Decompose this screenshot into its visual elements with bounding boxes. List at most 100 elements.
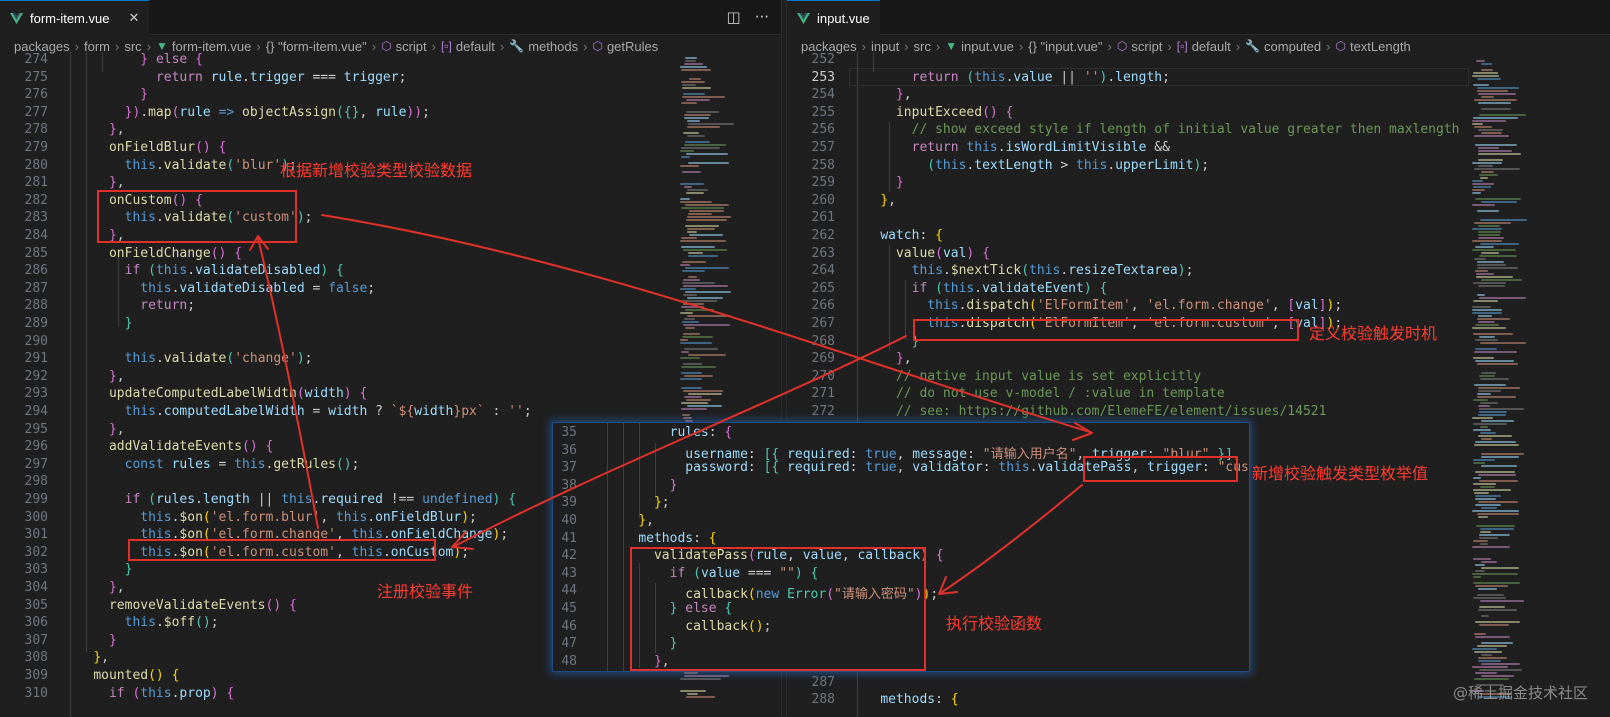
line-number: 307	[24, 632, 48, 648]
code-line: validatePass(rule, value, callback) {	[653, 548, 944, 564]
breadcrumb-item[interactable]: getRules	[606, 38, 659, 54]
breadcrumb-item[interactable]: methods	[528, 38, 579, 54]
breadcrumb-item[interactable]: src	[913, 38, 931, 54]
minimap-line	[1475, 144, 1517, 146]
minimap-line	[1478, 237, 1504, 239]
minimap-line	[1481, 279, 1522, 281]
code-line: removeValidateEvents() {	[108, 597, 297, 613]
minimap-line	[683, 93, 705, 95]
breadcrumb-item[interactable]: input.vue	[961, 38, 1014, 54]
code-line: methods: {	[880, 692, 959, 707]
minimap-line	[681, 408, 707, 410]
line-number: 308	[24, 650, 48, 666]
minimap-line	[1480, 177, 1488, 179]
minimap-line	[687, 231, 697, 233]
minimap[interactable]	[1472, 57, 1532, 717]
minimap-line	[1473, 186, 1491, 188]
line-number: 48	[561, 653, 577, 669]
line-number: 43	[561, 565, 577, 581]
minimap-line	[684, 348, 718, 350]
minimap-line	[1478, 153, 1521, 155]
breadcrumb-item[interactable]: packages	[14, 38, 70, 54]
minimap-line	[1475, 324, 1499, 326]
tab-input-vue[interactable]: input.vue	[787, 0, 880, 35]
code-line: },	[93, 650, 109, 666]
highlight-box-trigger-custom	[1083, 456, 1238, 482]
minimap-line	[1480, 342, 1526, 344]
minimap-line	[1480, 531, 1491, 533]
breadcrumb-item[interactable]: input	[871, 38, 900, 54]
minimap-line	[1481, 615, 1489, 617]
code-line: this.$off();	[124, 615, 219, 631]
breadcrumb-item[interactable]: src	[124, 38, 142, 54]
line-number: 262	[811, 228, 835, 243]
minimap-line	[1473, 72, 1498, 74]
minimap-line	[687, 135, 705, 137]
line-number: 302	[24, 544, 48, 560]
breadcrumb-item[interactable]: default	[1191, 38, 1231, 54]
breadcrumb-item[interactable]: form	[84, 38, 110, 54]
minimap-line	[683, 249, 727, 251]
breadcrumb-item[interactable]: form-item.vue	[171, 38, 252, 54]
line-number: 285	[24, 245, 48, 261]
minimap-line	[1474, 258, 1486, 260]
breadcrumb-item[interactable]: computed	[1264, 38, 1322, 54]
minimap-line	[688, 354, 726, 356]
minimap-line	[1473, 282, 1506, 284]
minimap-line	[1472, 162, 1502, 164]
breadcrumb-item[interactable]: textLength	[1349, 38, 1411, 54]
minimap-line	[1477, 318, 1510, 320]
minimap-line	[686, 696, 715, 698]
minimap-line	[681, 156, 690, 158]
right-tab-bar: input.vue	[787, 0, 1610, 35]
minimap-line	[1480, 543, 1488, 545]
minimap-line	[684, 114, 711, 116]
minimap-line	[688, 213, 712, 215]
minimap-line	[1481, 561, 1497, 563]
minimap-line	[1472, 417, 1493, 419]
annotation-add-trigger-enum: 新增校验触发类型枚举值	[1252, 464, 1429, 483]
minimap-line	[1480, 219, 1527, 221]
minimap-line	[1472, 510, 1519, 512]
split-editor-icon[interactable]: ◫	[726, 8, 741, 26]
breadcrumb-item[interactable]: packages	[801, 38, 857, 54]
tab-label: input.vue	[817, 10, 870, 26]
minimap-line	[1475, 198, 1521, 200]
code-line: rules: {	[669, 425, 733, 440]
close-icon[interactable]: ✕	[128, 10, 140, 25]
minimap-line	[1476, 684, 1504, 686]
minimap-line	[1477, 87, 1519, 89]
line-number: 292	[24, 368, 48, 384]
property-icon: ⬡	[1335, 39, 1346, 53]
tab-form-item-vue[interactable]: form-item.vue ✕	[0, 0, 150, 35]
chevron-right-icon: ›	[935, 38, 941, 54]
vue-file-icon: ▼	[156, 39, 168, 53]
minimap-line	[1478, 657, 1507, 659]
minimap-line	[682, 414, 690, 416]
breadcrumb-item[interactable]: {} "input.vue"	[1028, 38, 1103, 54]
code-line: const rules = this.getRules();	[124, 456, 360, 472]
line-number: 274	[24, 52, 48, 67]
breadcrumb-item[interactable]: default	[455, 38, 495, 54]
left-tab-bar: form-item.vue ✕ ◫ ···	[0, 0, 781, 35]
minimap-line	[1477, 594, 1504, 596]
minimap-line	[1477, 645, 1507, 647]
minimap-line	[687, 126, 720, 128]
code-line: watch: {	[880, 228, 943, 243]
minimap-line	[681, 102, 697, 104]
breadcrumb-item[interactable]: script	[1131, 38, 1163, 54]
more-actions-icon[interactable]: ···	[754, 8, 769, 26]
minimap-line	[682, 321, 699, 323]
annotation-execute-validator: 执行校验函数	[946, 614, 1043, 633]
minimap-line	[680, 165, 699, 167]
line-number: 301	[24, 527, 48, 543]
symbol-icon: ⬡	[1116, 39, 1128, 53]
breadcrumb-item[interactable]: {} "form-item.vue"	[265, 38, 367, 54]
minimap-line	[681, 402, 708, 404]
minimap-line	[1472, 204, 1495, 206]
minimap-line	[680, 378, 702, 380]
breadcrumb-item[interactable]: script	[395, 38, 427, 54]
minimap-line	[1478, 696, 1511, 698]
code-line: }	[124, 562, 133, 578]
minimap-line	[1474, 651, 1502, 653]
